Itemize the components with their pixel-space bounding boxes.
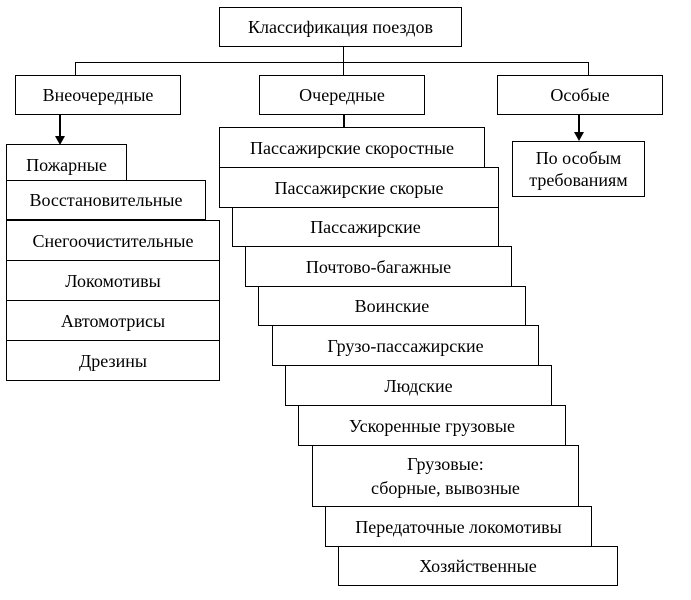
och-item: Почтово-багажные xyxy=(245,246,512,287)
connector-to-vneocherednye xyxy=(75,62,77,75)
connector-root-down xyxy=(343,47,345,63)
arrow-head-osobye xyxy=(574,132,584,141)
och-item: Пассажирские скоростные xyxy=(219,127,485,168)
och-item: Пассажирские скорые xyxy=(219,167,499,208)
connector-ocherednye-down xyxy=(343,114,345,128)
vneoch-item: Локомотивы xyxy=(6,260,220,301)
connector-horizontal xyxy=(75,62,589,64)
och-item: Передаточные локомотивы xyxy=(325,506,592,547)
och-item: Хозяйственные xyxy=(338,546,618,586)
och-item: Грузовые: сборные, вывозные xyxy=(312,445,579,507)
vneoch-item: Автомотрисы xyxy=(6,300,220,341)
connector-to-osobye xyxy=(588,62,590,75)
category-vneocherednye: Внеочередные xyxy=(15,75,181,115)
arrow-head-vneocherednye xyxy=(55,136,65,145)
vneoch-item: Восстановительные xyxy=(6,180,206,220)
osobye-item: По особым требованиям xyxy=(512,141,645,197)
och-item: Людские xyxy=(285,365,552,406)
och-item: Пассажирские xyxy=(232,207,499,247)
vneoch-item: Дрезины xyxy=(6,340,220,381)
connector-to-ocherednye xyxy=(343,62,345,75)
vneoch-item: Пожарные xyxy=(6,144,127,185)
och-item: Ускоренные грузовые xyxy=(298,405,566,446)
arrow-line-osobye xyxy=(578,114,580,134)
och-item: Грузо-пассажирские xyxy=(272,325,539,366)
category-osobye: Особые xyxy=(497,75,663,115)
vneoch-item: Снегоочистительные xyxy=(6,220,220,261)
category-ocherednye: Очередные xyxy=(259,75,425,115)
root-node: Классификация поездов xyxy=(219,7,462,47)
och-item: Воинские xyxy=(258,286,526,326)
arrow-line-vneocherednye xyxy=(59,114,61,138)
